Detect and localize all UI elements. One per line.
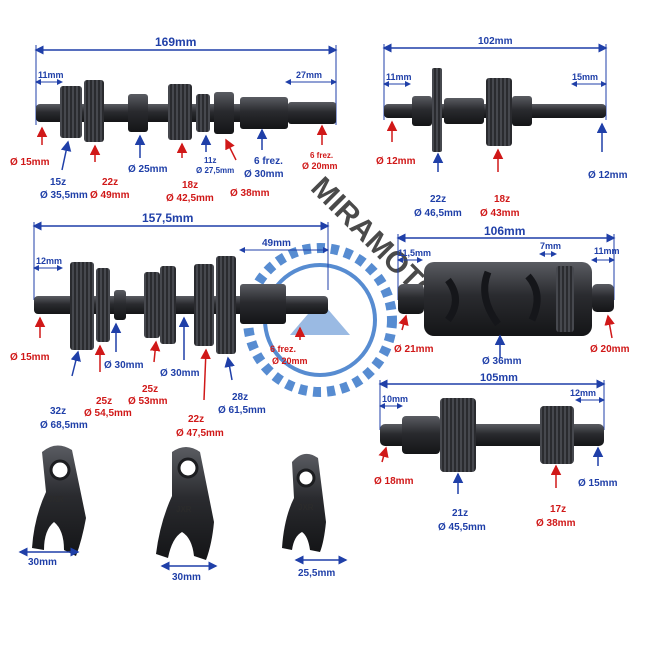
drum-overall: 106mm [484,224,525,238]
shaft1-d3: Ø 38mm [230,188,270,199]
shaft-1: 169mm 11mm 27mm Ø 15mm 15z Ø 35,5mm 22z … [10,35,338,204]
shaft5-left: 10mm [382,394,408,404]
shaft3-d1: Ø 15mm [10,352,50,363]
shaft2-d2: Ø 12mm [588,170,628,181]
shaft3-g2: 25z [96,396,112,407]
drum-right: 11mm [594,246,620,256]
shaft3-g4d: Ø 47,5mm [176,428,224,439]
shaft3-d2: Ø 30mm [104,360,144,371]
shaft1-g1d: Ø 35,5mm [40,190,88,201]
shaft5-g2: 17z [550,504,566,515]
shaft3-g4: 22z [188,414,204,425]
shaft3-spl: 6 frez. [270,344,296,354]
shaft3-d3: Ø 30mm [160,368,200,379]
shaft1-g3: 18z [182,180,198,191]
shaft1-spl: 6 frez. [254,156,283,167]
fork1-mark: JXR [48,495,64,504]
shaft-3: 157,5mm 12mm 49mm Ø 15mm 32z Ø 68,5mm 25… [10,211,330,439]
shaft2-d1: Ø 12mm [376,156,416,167]
shaft3-g3: 25z [142,384,158,395]
shaft1-d1: Ø 15mm [10,157,50,168]
fork2-width: 30mm [172,572,201,583]
shaft2-right: 15mm [572,72,598,82]
shaft5-overall: 105mm [480,372,518,384]
drum-d3: Ø 20mm [590,344,630,355]
shaft3-left: 12mm [36,256,62,266]
shaft-2: 102mm 11mm 15mm Ø 12mm 22z Ø 46,5mm 18z … [376,36,628,219]
fork3-width: 25,5mm [298,568,335,579]
shaft5-g1d: Ø 45,5mm [438,522,486,533]
shaft1-spld: Ø 30mm [244,169,284,180]
shaft2-g2d: Ø 43mm [480,208,520,219]
shaft1-g4: 11z [204,156,216,165]
shaft1-spl2: 6 frez. [310,151,333,160]
drum-left: 11,5mm [398,248,431,258]
shaft1-spl2d: Ø 20mm [302,161,338,171]
shaft3-g5d: Ø 61,5mm [218,405,266,416]
fork1-width: 30mm [28,557,57,568]
shaft5-g2d: Ø 38mm [536,518,576,529]
shaft1-g4d: Ø 27,5mm [196,166,234,175]
shaft5-d2: Ø 15mm [578,478,618,489]
shaft2-left: 11mm [386,72,412,82]
shaft-5: 105mm 10mm 12mm Ø 18mm 21z Ø 45,5mm 17z … [374,372,618,533]
shaft3-g2d: Ø 54,5mm [84,408,132,419]
shaft3-g3d: Ø 53mm [128,396,168,407]
shaft1-right: 27mm [296,70,322,80]
shaft3-overall: 157,5mm [142,211,193,225]
shift-fork-1: JXR 30mm [18,445,86,568]
shaft2-g1: 22z [430,194,446,205]
shaft1-g2: 22z [102,177,118,188]
fork2-mark: JXR [176,505,192,514]
shaft3-g5: 28z [232,392,248,403]
drum-d1: Ø 21mm [394,344,434,355]
fork3-mark: JXR [298,503,314,512]
shaft3-g1d: Ø 68,5mm [40,420,88,431]
drum-d2: Ø 36mm [482,356,522,367]
shaft5-right: 12mm [570,388,596,398]
shaft2-g1d: Ø 46,5mm [414,208,462,219]
shaft3-spld: Ø 20mm [272,356,308,366]
drum-mid: 7mm [540,241,561,251]
shift-fork-3: JXR 25,5mm [282,453,348,579]
shaft1-overall: 169mm [155,35,196,49]
shift-drum: 106mm 11,5mm 7mm 11mm Ø 21mm Ø 36mm Ø 20… [394,224,630,367]
shift-fork-2: JXR 30mm [156,447,218,583]
shaft3-g1: 32z [50,406,66,417]
shaft1-g3d: Ø 42,5mm [166,193,214,204]
shaft1-g2d: Ø 49mm [90,190,130,201]
shaft5-d1: Ø 18mm [374,476,414,487]
shaft1-left: 11mm [38,70,64,80]
shaft2-g2: 18z [494,194,510,205]
shaft2-overall: 102mm [478,36,513,47]
shaft5-g1: 21z [452,508,468,519]
shaft1-g1: 15z [50,177,66,188]
shaft1-d2: Ø 25mm [128,164,168,175]
shaft3-right: 49mm [262,238,291,249]
